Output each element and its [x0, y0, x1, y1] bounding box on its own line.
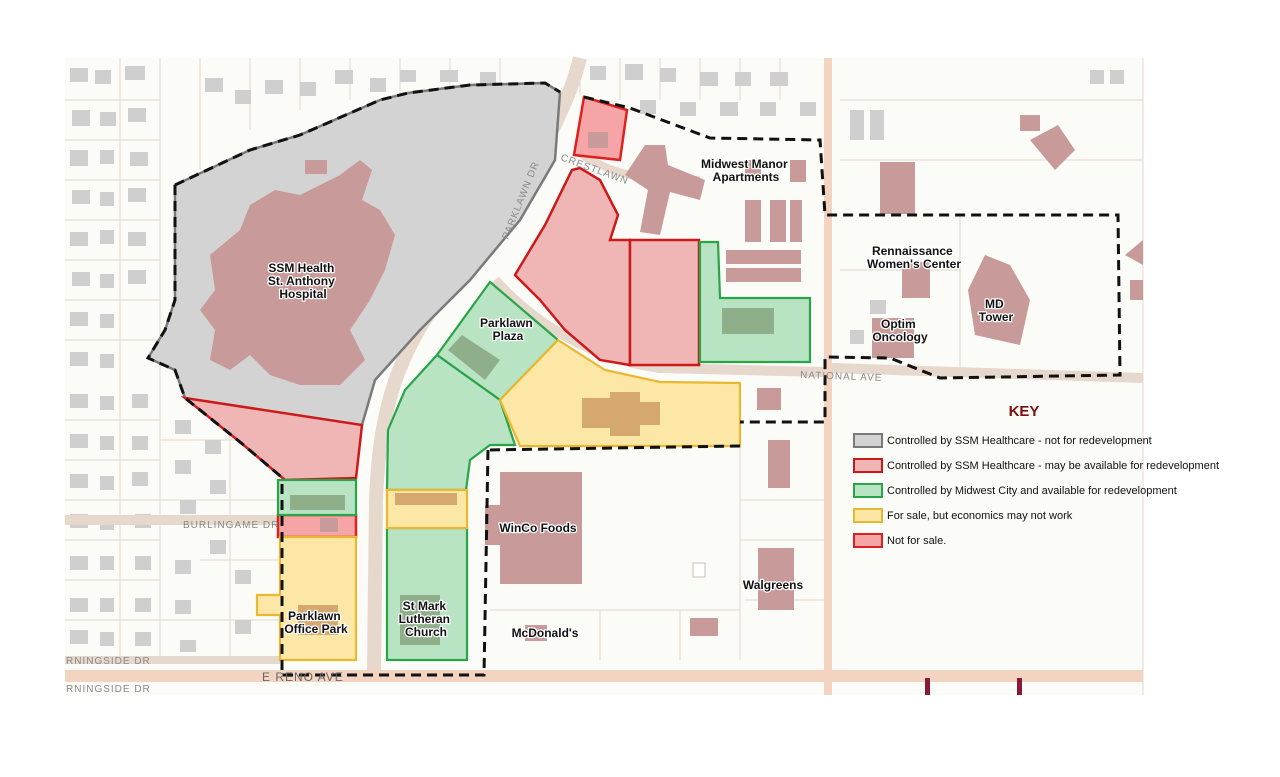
parcel-midwest-city-curve	[385, 353, 517, 492]
label-midwest-manor: Midwest Manor Apartments	[701, 157, 791, 184]
site-buildings	[290, 115, 1143, 645]
label-mcdonalds: McDonald's	[512, 626, 579, 640]
hospital-buildings	[200, 160, 395, 385]
legend-label: Controlled by SSM Healthcare - may be av…	[887, 460, 1219, 472]
label-parklawn-plaza: Parklawn Plaza	[480, 316, 536, 343]
label-parklawn-office: Parklawn Office Park	[284, 609, 348, 636]
study-area-boundary-winco	[487, 444, 741, 452]
road-label-reno: E RENO AVE	[262, 670, 344, 684]
study-area-boundary	[145, 81, 1122, 677]
legend-items: Controlled by SSM Healthcare - not for r…	[853, 433, 1219, 548]
legend-label: Not for sale.	[887, 535, 946, 547]
road-label-morningside-2: RNINGSIDE DR	[66, 684, 151, 695]
label-optim: Optim Oncology	[872, 317, 928, 344]
not-for-sale-building	[588, 132, 608, 148]
legend-swatch	[853, 458, 883, 473]
label-winco: WinCo Foods	[499, 521, 577, 535]
road-label-national-ave: NATIONAL AVE	[800, 370, 883, 384]
legend-label: Controlled by SSM Healthcare - not for r…	[887, 435, 1152, 447]
legend-swatch	[853, 433, 883, 448]
road-label-burlingame: BURLINGAME DR	[183, 520, 279, 531]
legend-label: Controlled by Midwest City and available…	[887, 485, 1177, 497]
map-legend: KEY Controlled by SSM Healthcare - not f…	[853, 403, 1219, 548]
label-ssm-hospital: SSM Health St. Anthony Hospital	[268, 261, 338, 301]
parcel-ssm-center	[628, 238, 701, 367]
label-md-tower: MD Tower	[979, 297, 1014, 324]
parcel-not-for-sale-burlingame	[276, 513, 358, 539]
legend-label: For sale, but economics may not work	[887, 510, 1073, 522]
legend-title: KEY	[1009, 403, 1040, 420]
label-st-mark: St Mark Lutheran Church	[399, 599, 454, 639]
legend-swatch	[853, 508, 883, 523]
parcel-not-for-sale-north	[572, 95, 629, 162]
legend-swatch	[853, 483, 883, 498]
road-label-morningside-1: RNINGSIDE DR	[66, 656, 151, 667]
legend-swatch	[853, 533, 883, 548]
label-rennaissance: Rennaissance Women's Center	[867, 244, 961, 271]
label-walgreens: Walgreens	[743, 578, 804, 592]
